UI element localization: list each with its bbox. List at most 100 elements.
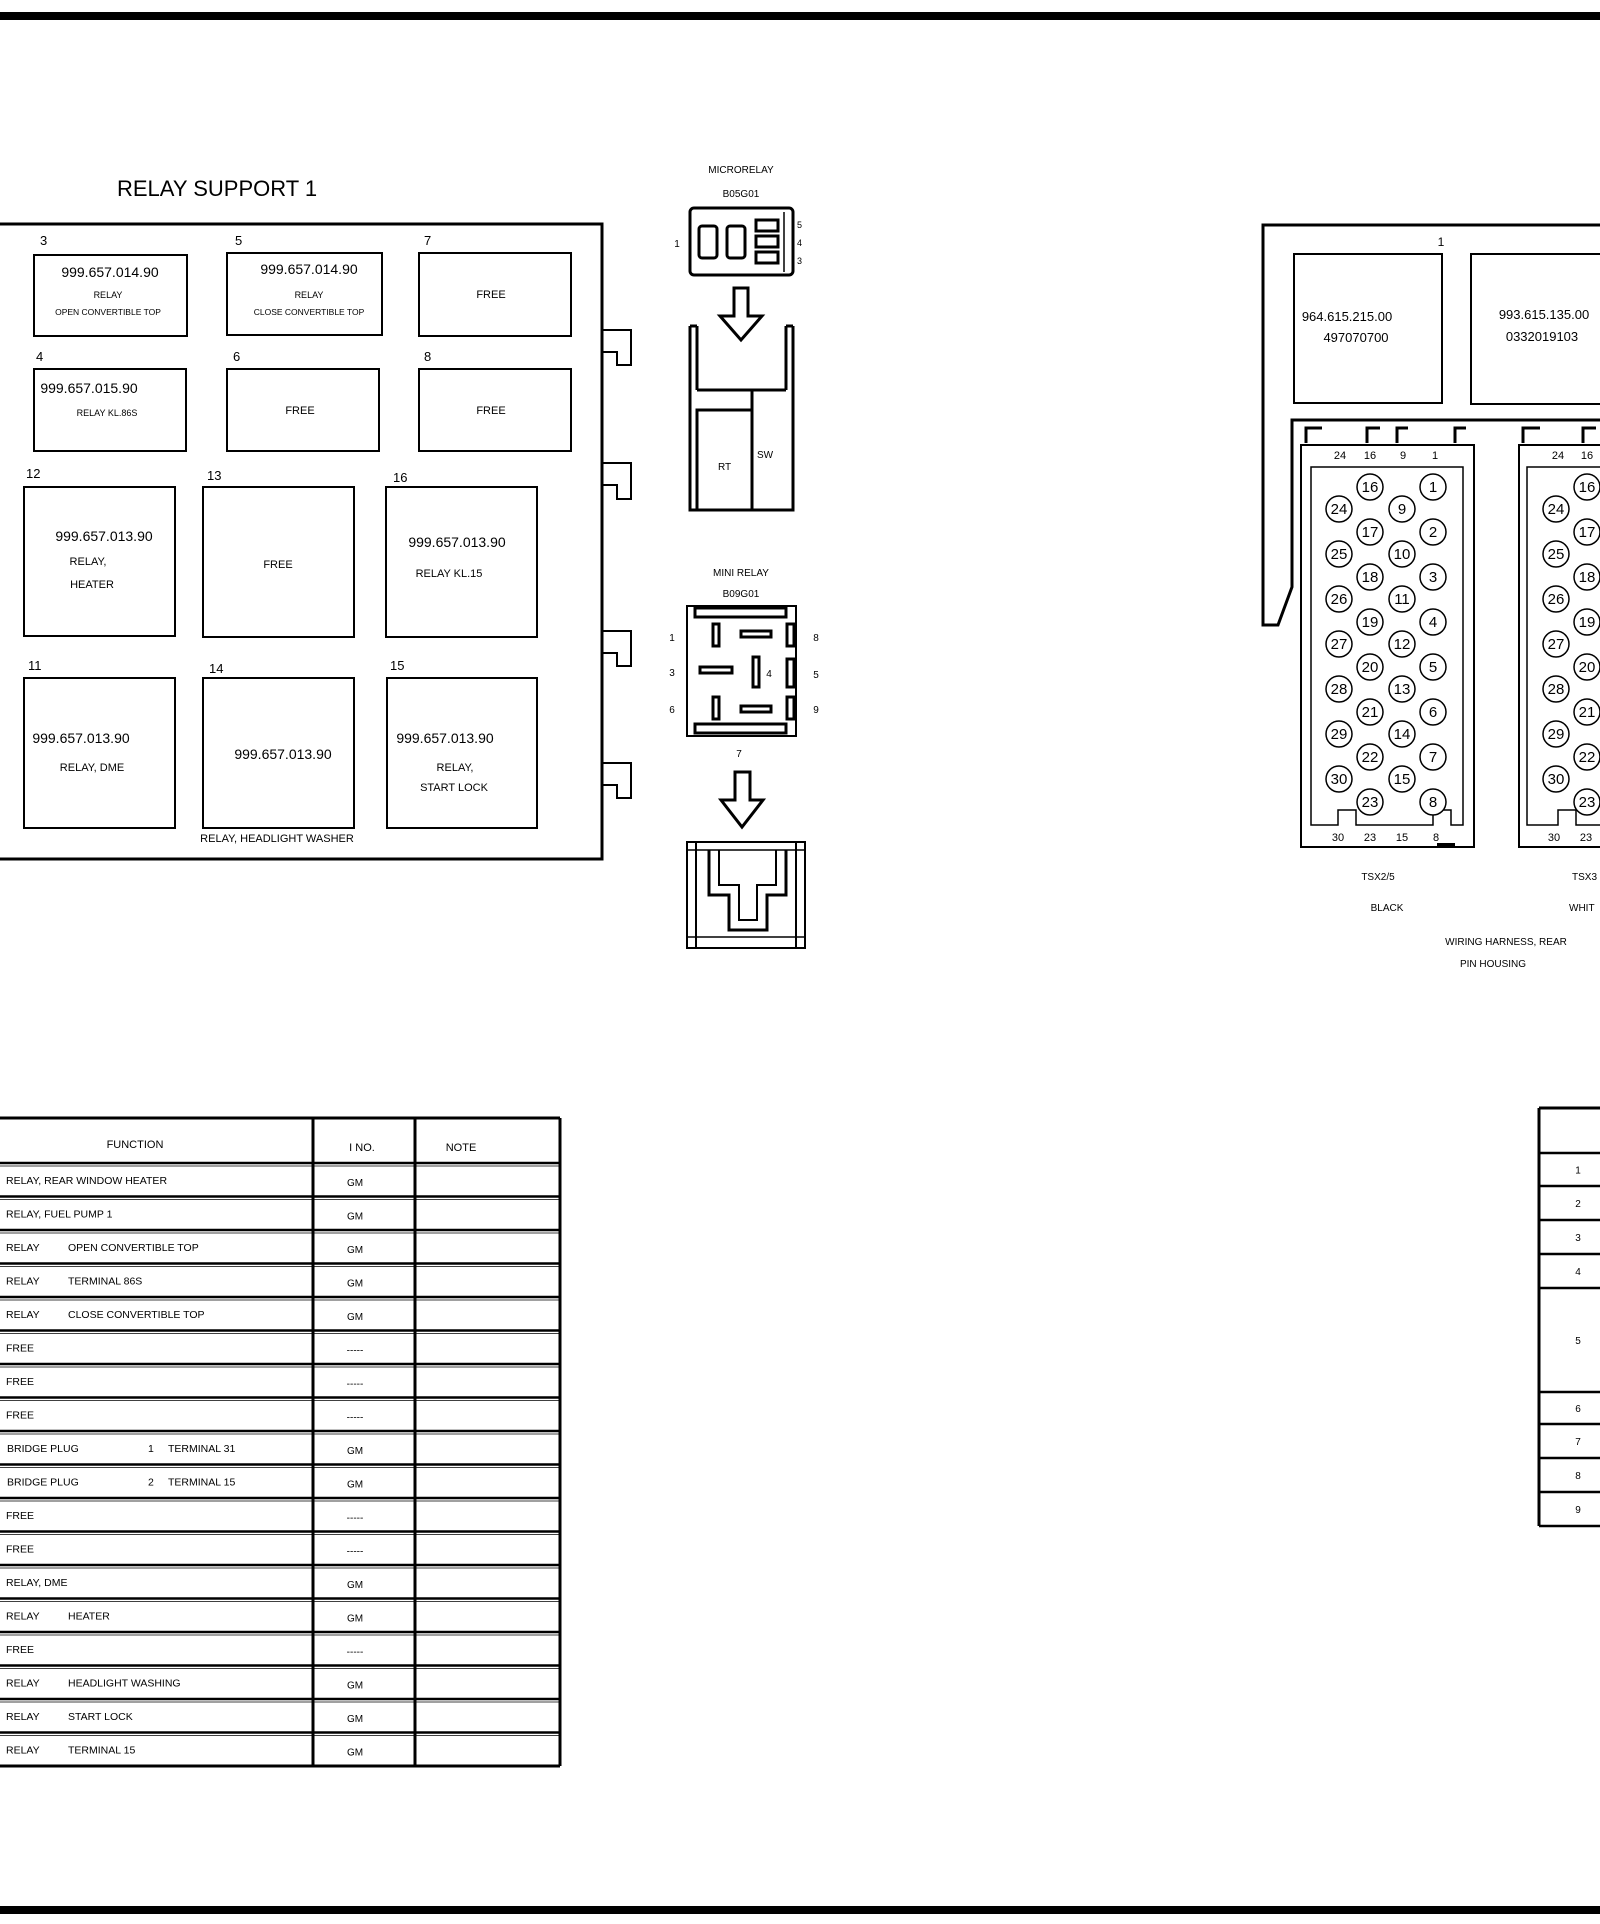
pin-label: 24	[1552, 450, 1564, 462]
function-text: FREE	[6, 1376, 34, 1388]
connector-pin: 24	[1325, 495, 1353, 523]
part-number: 999.657.013.90	[55, 528, 153, 544]
pin-number: 26	[1331, 591, 1348, 608]
part-number: 999.657.014.90	[260, 261, 358, 277]
part-number: 999.657.013.90	[408, 534, 506, 550]
slot-label: RELAY,	[70, 556, 107, 568]
pin-number: 29	[1548, 726, 1565, 743]
relay-slot-text: 3 999.657.014.90 RELAY OPEN CONVERTIBLE …	[26, 233, 506, 845]
right-table-row-number: 3	[1575, 1233, 1581, 1244]
connector-pin: 13	[1388, 675, 1416, 703]
part-number: 999.657.014.90	[61, 264, 159, 280]
relay-slot-3	[33, 254, 188, 337]
microrelay-code: B05G01	[723, 189, 760, 200]
pin-number: 9	[1398, 501, 1406, 518]
pin-number: 17	[1362, 524, 1379, 541]
microrelay-diagram: MICRORELAY B05G01 1 5 4 3 RT	[674, 165, 802, 512]
module-left	[1293, 253, 1443, 404]
function-text: CLOSE CONVERTIBLE TOP	[68, 1309, 205, 1321]
pin-label: 6	[669, 705, 675, 716]
connector-pin: 18	[1573, 563, 1600, 591]
slot-number: 14	[209, 661, 223, 676]
connector-pin: 19	[1573, 608, 1600, 636]
connector-pin: 20	[1573, 653, 1600, 681]
pin-label: 9	[1400, 450, 1406, 462]
relay-slot-12	[23, 486, 176, 637]
connector-pin: 27	[1542, 630, 1570, 658]
pin-label: 16	[1364, 450, 1376, 462]
connector-pin: 23	[1573, 788, 1600, 816]
pin-label: 15	[1396, 832, 1408, 844]
pin-number: 27	[1548, 636, 1565, 653]
table-row: FREE-----	[6, 1376, 363, 1390]
slot-label: RELAY,	[437, 762, 474, 774]
pin-number: 18	[1579, 569, 1596, 586]
slot-number: 5	[235, 233, 242, 248]
slot-number: 6	[233, 349, 240, 364]
function-text: START LOCK	[68, 1711, 133, 1723]
function-text: RELAY	[6, 1275, 40, 1287]
ino-cell: GM	[347, 1680, 363, 1691]
pin-number: 7	[1429, 749, 1437, 766]
slot-label: CLOSE CONVERTIBLE TOP	[254, 307, 365, 317]
pin-label: 1	[674, 239, 680, 250]
slot-number: 15	[390, 658, 404, 673]
function-text: 1	[148, 1443, 154, 1455]
right-table-row-number: 2	[1575, 1199, 1581, 1210]
slot-label: FREE	[476, 289, 505, 301]
module-part-number: 0332019103	[1506, 329, 1578, 344]
pin-number: 22	[1362, 749, 1379, 766]
pin-number: 18	[1362, 569, 1379, 586]
part-number: 999.657.015.90	[40, 380, 138, 396]
slot-label: OPEN CONVERTIBLE TOP	[55, 307, 161, 317]
connector-pin: 24	[1542, 495, 1570, 523]
connector-pin: 28	[1542, 675, 1570, 703]
ino-cell: GM	[347, 1178, 363, 1189]
function-text: TERMINAL 31	[168, 1443, 235, 1455]
relay-slots	[23, 252, 572, 829]
connector-pin: 18	[1356, 563, 1384, 591]
connector-latches	[1304, 426, 1596, 443]
pin-label: 5	[797, 220, 802, 230]
connector-pin: 6	[1419, 698, 1447, 726]
connector-pin: 23	[1356, 788, 1384, 816]
relay-support-panel: RELAY SUPPORT 1	[0, 176, 632, 861]
pin-label: 30	[1332, 832, 1344, 844]
pin-number: 12	[1394, 636, 1411, 653]
relay-support-title: RELAY SUPPORT 1	[117, 176, 317, 201]
pin-label: 30	[1548, 832, 1560, 844]
pin-number: 14	[1394, 726, 1411, 743]
connector-pin: 16	[1573, 473, 1600, 501]
pin-number: 25	[1331, 546, 1348, 563]
connector-pin: 3	[1419, 563, 1447, 591]
function-text: FREE	[6, 1543, 34, 1555]
function-text: RELAY, DME	[6, 1577, 67, 1589]
relay-slot-14	[202, 677, 355, 829]
ino-cell: -----	[347, 1647, 364, 1658]
pin-label: 3	[669, 668, 675, 679]
slot-label: RELAY KL.15	[416, 568, 483, 580]
pin-label: 4	[797, 238, 802, 248]
module-part-number: 497070700	[1323, 330, 1388, 345]
table-row: FREE-----	[6, 1510, 363, 1524]
part-number: 999.657.013.90	[32, 730, 130, 746]
connector-pin: 9	[1388, 495, 1416, 523]
pin-number: 21	[1362, 704, 1379, 721]
function-text: RELAY	[6, 1309, 40, 1321]
slot-number: 7	[424, 233, 431, 248]
connector-pin: 20	[1356, 653, 1384, 681]
function-text: BRIDGE PLUG	[7, 1476, 79, 1488]
pin-label: 8	[1433, 832, 1439, 844]
wiring-harness-panel: 1 964.615.215.00 497070700 993.615.135.0…	[1261, 223, 1600, 970]
module-part-number: 993.615.135.00	[1499, 307, 1589, 322]
slot-label: FREE	[285, 405, 314, 417]
right-table-row-number: 4	[1575, 1267, 1581, 1278]
